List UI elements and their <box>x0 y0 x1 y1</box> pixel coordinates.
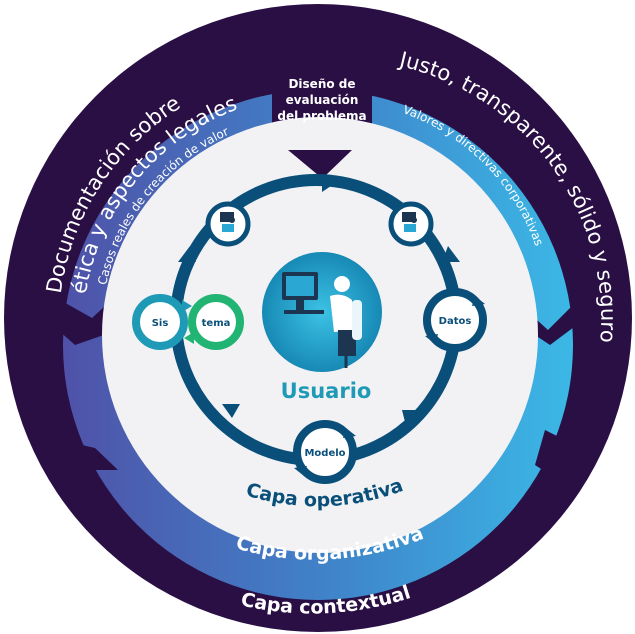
top-label-line3: del problema <box>277 109 366 123</box>
sistema-node: Sis tema <box>132 294 244 350</box>
node-label-sistema-b: tema <box>202 318 231 329</box>
workstation-icon-left <box>205 201 251 247</box>
ring-notch-bottom-left <box>60 440 118 470</box>
user-illustration <box>262 252 382 372</box>
modelo-node: Modelo <box>293 420 357 484</box>
center-label: Usuario <box>281 379 372 403</box>
node-label-datos: Datos <box>439 316 472 327</box>
sistema-circle-a <box>132 294 188 350</box>
inner-top-wedge <box>288 150 352 175</box>
node-label-modelo: Modelo <box>304 448 345 459</box>
top-label-line1: Diseño de <box>288 77 355 91</box>
ring-notch-bottom-right <box>535 430 565 478</box>
cycle-arrow-bottom-right <box>402 410 418 426</box>
cycle-arrow-bottom-left <box>222 404 240 418</box>
top-label-line2: evaluación <box>286 93 359 107</box>
workstation-icon-right <box>388 201 434 247</box>
node-label-sistema-a: Sis <box>152 318 169 329</box>
cycle-arrow-right <box>442 246 460 262</box>
sistema-circle-b <box>188 294 244 350</box>
cycle-arrow-left <box>178 246 196 262</box>
datos-node: Datos <box>423 288 487 352</box>
cycle-arrow-top <box>322 176 340 192</box>
